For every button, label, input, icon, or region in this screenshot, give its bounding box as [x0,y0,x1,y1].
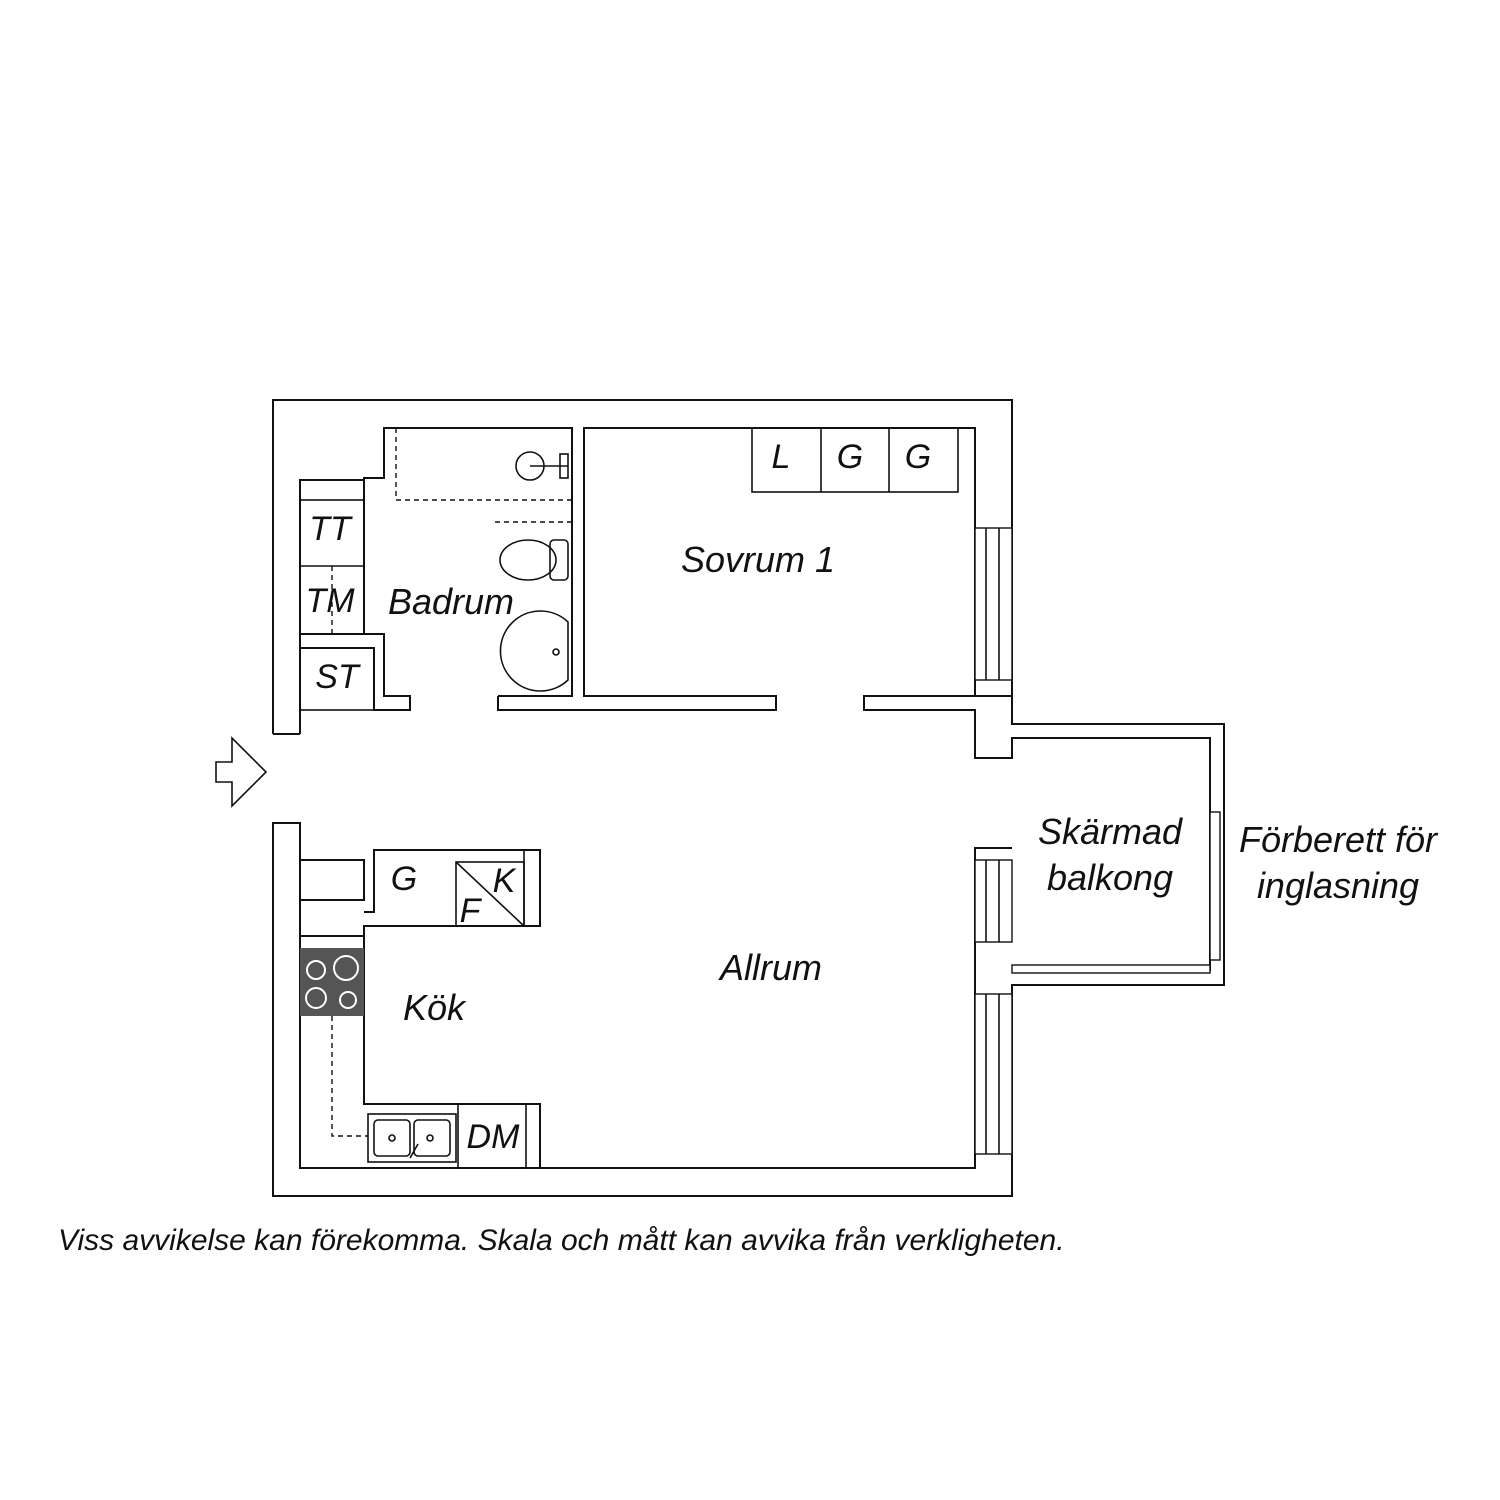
stove-icon [300,948,364,1016]
fridge-k-label: K [493,862,517,900]
wardrobes [751,427,975,493]
freezer-f-label: F [460,892,483,930]
washbasin-icon [499,610,569,692]
disclaimer-text: Viss avvikelse kan förekomma. Skala och … [58,1224,1065,1257]
glazing-note-line1: Förberett för [1239,819,1439,860]
dishwasher-label: DM [467,1118,521,1156]
wardrobe-g2-label: G [905,438,931,476]
toilet-icon [499,539,569,581]
wardrobe-l-label: L [772,438,791,476]
room-allrum-label: Allrum [718,947,822,988]
shower-icon [515,451,569,481]
outer-walls [272,399,1225,1197]
kitchen-g-label: G [391,860,417,898]
room-kok-label: Kök [403,987,467,1028]
fixture-tm-label: TM [305,582,355,620]
windows [974,527,1221,1155]
glazing-note-line2: inglasning [1257,865,1419,906]
room-sovrum-label: Sovrum 1 [681,539,835,580]
kitchen-fixtures [300,849,541,1169]
room-badrum-label: Badrum [388,581,514,622]
wardrobe-g1-label: G [837,438,863,476]
sink-icon [367,1113,457,1163]
balkong-label-line1: Skärmad [1038,811,1183,852]
entrance-arrow-icon [215,736,268,808]
fixture-st-label: ST [315,658,361,696]
bathroom-fixtures [299,428,572,711]
balkong-label-line2: balkong [1047,857,1173,898]
fixture-tt-label: TT [309,510,353,548]
